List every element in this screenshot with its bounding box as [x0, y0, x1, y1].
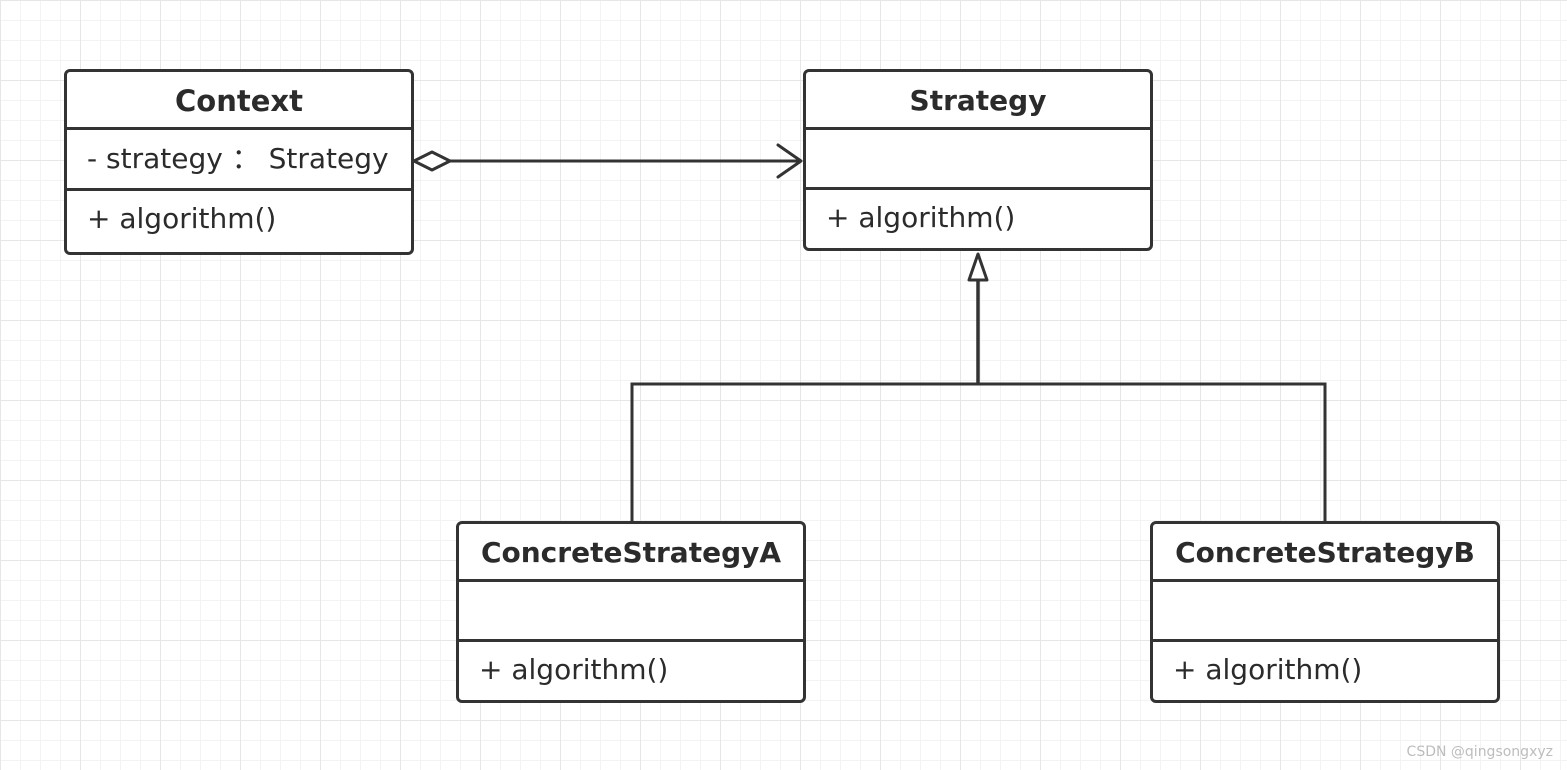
operation: + algorithm() — [826, 201, 1016, 234]
attribute-compartment: - strategy ： Strategy — [67, 130, 411, 191]
aggregation-connector — [412, 143, 803, 179]
operation-compartment: + algorithm() — [67, 191, 411, 249]
attribute: - strategy ： Strategy — [87, 142, 389, 175]
operation: + algorithm() — [1173, 653, 1363, 686]
class-name: Context — [67, 72, 411, 130]
open-arrowhead-icon — [776, 143, 803, 179]
class-strategy[interactable]: Strategy + algorithm() — [803, 69, 1153, 251]
realization-branch-line — [630, 382, 1327, 521]
attribute-compartment — [459, 582, 803, 642]
class-name: ConcreteStrategyA — [459, 524, 803, 582]
operation-compartment: + algorithm() — [806, 190, 1150, 248]
operation-compartment: + algorithm() — [459, 642, 803, 700]
aggregation-diamond-icon — [412, 150, 452, 172]
attribute-compartment — [1153, 582, 1497, 642]
class-name: ConcreteStrategyB — [1153, 524, 1497, 582]
watermark: CSDN @qingsongxyz — [1406, 744, 1553, 760]
hollow-triangle-arrow-icon — [967, 252, 989, 282]
operation-compartment: + algorithm() — [1153, 642, 1497, 700]
class-concrete-strategy-b[interactable]: ConcreteStrategyB + algorithm() — [1150, 521, 1500, 703]
class-name: Strategy — [806, 72, 1150, 130]
realization-connector — [630, 252, 1327, 521]
class-context[interactable]: Context - strategy ： Strategy + algorith… — [64, 69, 414, 255]
attribute-compartment — [806, 130, 1150, 190]
operation: + algorithm() — [87, 202, 277, 235]
operation: + algorithm() — [479, 653, 669, 686]
class-concrete-strategy-a[interactable]: ConcreteStrategyA + algorithm() — [456, 521, 806, 703]
